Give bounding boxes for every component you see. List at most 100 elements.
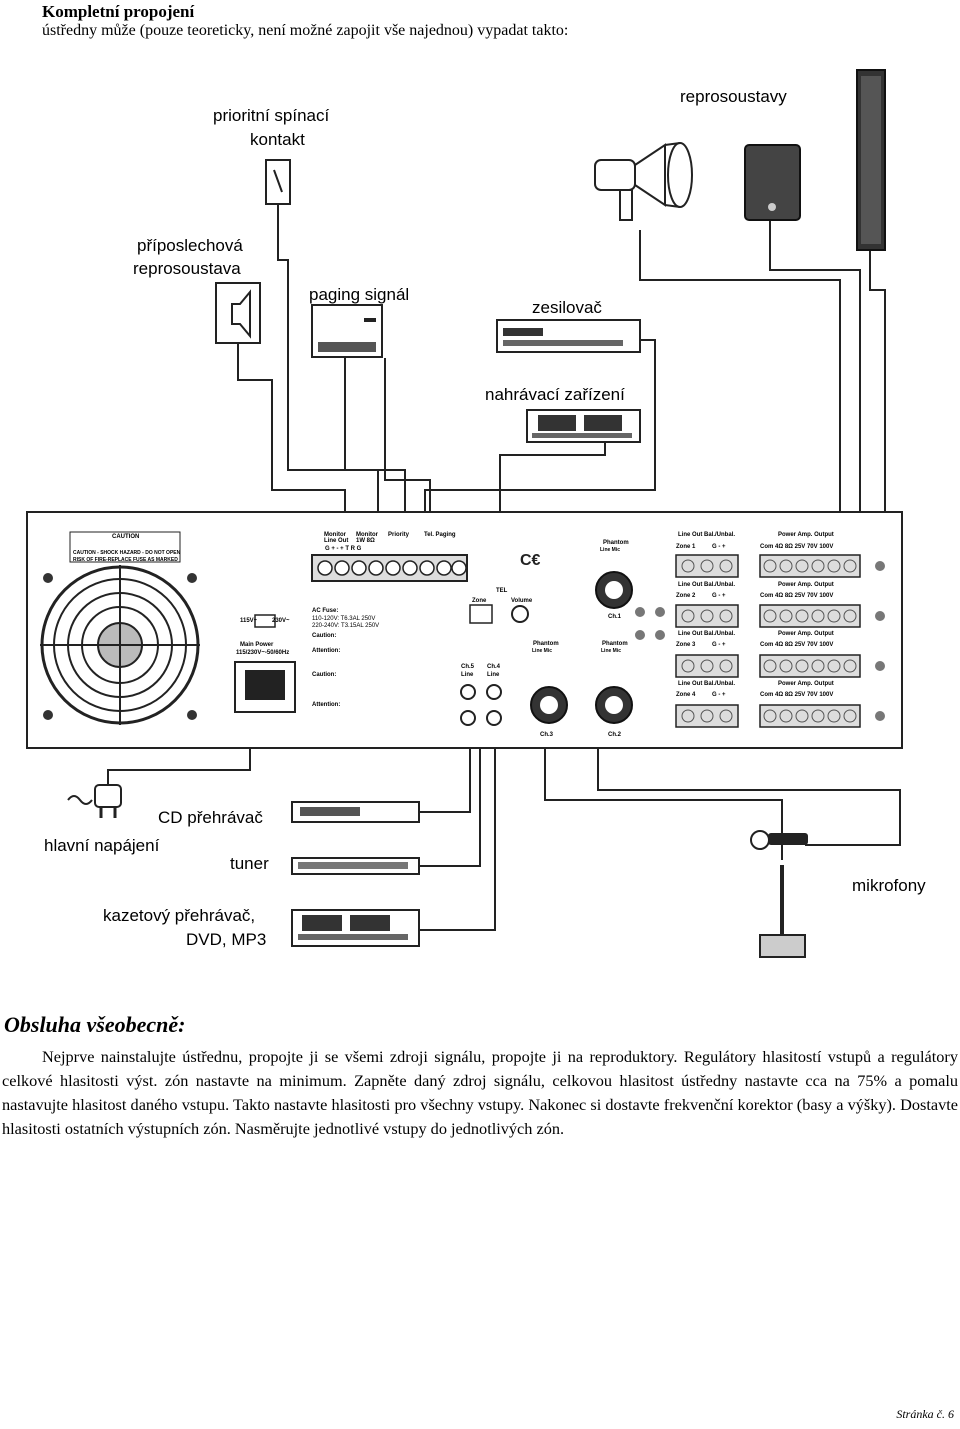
panel-ch4-line: Line: [487, 672, 500, 678]
monitor-speaker-device: [215, 282, 261, 344]
wire-mic1: [597, 745, 901, 846]
panel-zone3-amp: Com 4Ω 8Ω 25V 70V 100V: [760, 642, 834, 648]
panel-line-out-bal-2: Line Out Bal./Unbal.: [678, 582, 736, 588]
amplifier-device: [496, 319, 641, 353]
panel-power-note: Use only with a 250V fuse: [243, 703, 292, 708]
label-cd-player: CD přehrávač: [158, 808, 263, 827]
panel-caution-1: Caution:: [312, 633, 337, 639]
panel-power-amp-output-1: Power Amp. Output: [778, 532, 834, 538]
panel-caution-2: Caution:: [312, 672, 337, 678]
panel-line-out-bal-1: Line Out Bal./Unbal.: [678, 532, 736, 538]
panel-priority: Priority: [388, 532, 410, 538]
panel-line-mic-ch1: Line Mic: [600, 547, 621, 553]
panel-monitor-1w: Monitor 1W 8Ω: [356, 532, 378, 544]
section-title: Obsluha všeobecně:: [4, 1012, 186, 1037]
handheld-microphone: [750, 830, 808, 850]
label-amplifier: zesilovač: [532, 298, 602, 317]
panel-ac-fuse-2: 220-240V: T3.15AL 250V: [312, 623, 380, 629]
panel-main-power-spec: 115/230V~-50/60Hz: [236, 650, 290, 656]
rear-panel: C€: [26, 511, 903, 749]
panel-attention-2: Attention:: [312, 702, 341, 708]
panel-main-power: Main Power: [240, 642, 274, 648]
wire-amp: [424, 339, 656, 530]
panel-ch1: Ch.1: [608, 614, 622, 620]
panel-zone4-terms: G - +: [712, 692, 726, 698]
panel-ch3: Ch.3: [540, 732, 554, 738]
panel-monitor-line-out: Monitor Line Out: [324, 532, 349, 544]
wire-monitor: [237, 342, 346, 530]
panel-ac-fuse-1: 110-120V: T6.3AL 250V: [312, 616, 376, 622]
wire-column: [869, 250, 886, 530]
panel-tel: TEL: [496, 588, 508, 594]
wire-tuner: [420, 745, 481, 867]
label-priority-contact-1: prioritní spínací: [213, 106, 330, 125]
panel-phantom-ch1: Phantom: [603, 540, 629, 546]
panel-zone3-terms: G - +: [712, 642, 726, 648]
label-speakers: reprosoustavy: [680, 87, 787, 106]
panel-caution-warn-2: RISK OF FIRE-REPLACE FUSE AS MARKED: [73, 557, 178, 563]
wire-paging: [344, 358, 406, 530]
horn-speaker-device: [594, 142, 693, 221]
label-priority-contact-2: kontakt: [250, 130, 305, 149]
label-cassette-2: DVD, MP3: [186, 930, 267, 949]
wire-paging2: [384, 358, 431, 530]
panel-ch2: Ch.2: [608, 732, 622, 738]
label-paging: paging signál: [309, 285, 410, 304]
mains-plug-device: [67, 784, 122, 818]
panel-ch5: Ch.5: [461, 664, 475, 670]
panel-zone1: Zone 1: [676, 544, 696, 550]
label-monitor-speaker-2: reprosoustava: [133, 259, 241, 278]
panel-zone4-amp: Com 4Ω 8Ω 25V 70V 100V: [760, 692, 834, 698]
panel-power-amp-output-4: Power Amp. Output: [778, 681, 834, 687]
panel-zone1-terms: G - +: [712, 544, 726, 550]
label-tuner: tuner: [230, 854, 269, 873]
panel-zone2: Zone 2: [676, 593, 696, 599]
label-mains: hlavní napájení: [44, 836, 160, 855]
panel-attention-1: Attention:: [312, 648, 341, 654]
diagram-graphics: C€: [26, 69, 903, 958]
page-intro: ústředny může (pouze teoreticky, není mo…: [42, 22, 569, 39]
panel-terminal-labels: G + - + T R G: [325, 546, 362, 552]
wire-horn: [639, 230, 841, 530]
paragraph-text: Nejprve nainstalujte ústřednu, propojte …: [2, 1047, 958, 1138]
page-heading: Kompletní propojení: [42, 2, 195, 21]
wire-cassette: [420, 745, 496, 931]
box-speaker-device: [744, 144, 801, 221]
panel-zone1-amp: Com 4Ω 8Ω 25V 70V 100V: [760, 544, 834, 550]
section-paragraph: Nejprve nainstalujte ústřednu, propojte …: [2, 1045, 958, 1141]
label-cassette-1: kazetový přehrávač,: [103, 906, 256, 925]
panel-zone2-amp: Com 4Ω 8Ω 25V 70V 100V: [760, 593, 834, 599]
page-number: Stránka č. 6: [896, 1407, 954, 1421]
panel-volume: Volume: [511, 598, 533, 604]
wire-priority: [277, 205, 379, 530]
panel-230v: 230V~: [272, 618, 290, 624]
panel-phantom-ch3: Phantom: [533, 641, 559, 647]
label-recorder: nahrávací zařízení: [485, 385, 625, 404]
recorder-device: [526, 409, 641, 443]
panel-ch5-line: Line: [461, 672, 474, 678]
panel-zone2-terms: G - +: [712, 593, 726, 599]
panel-line-mic-ch3: Line Mic: [532, 648, 553, 654]
label-monitor-speaker-1: příposlechová: [137, 236, 243, 255]
label-microphones: mikrofony: [852, 876, 926, 895]
gooseneck-microphone: [759, 865, 806, 958]
svg-text:C€: C€: [520, 552, 541, 569]
panel-power-amp-output-3: Power Amp. Output: [778, 631, 834, 637]
panel-caution-warn-1: CAUTION - SHOCK HAZARD - DO NOT OPEN: [73, 550, 181, 556]
wire-recorder: [499, 440, 606, 530]
wire-cd: [420, 745, 471, 813]
panel-line-out-bal-3: Line Out Bal./Unbal.: [678, 631, 736, 637]
panel-line-mic-ch2: Line Mic: [601, 648, 622, 654]
panel-zone3: Zone 3: [676, 642, 696, 648]
panel-zone: Zone: [472, 598, 487, 604]
panel-ac-fuse: AC Fuse:: [312, 608, 339, 614]
wire-mic2: [544, 745, 783, 860]
panel-phantom-ch2: Phantom: [602, 641, 628, 647]
panel-115v: 115V~: [240, 618, 258, 624]
panel-zone4: Zone 4: [676, 692, 696, 698]
panel-tel-paging: Tel. Paging: [424, 532, 456, 538]
connection-diagram: C€ prioritní spínací kontakt reprosous: [0, 60, 960, 960]
panel-caution: CAUTION: [112, 534, 140, 540]
panel-ch4: Ch.4: [487, 664, 501, 670]
wire-box: [769, 220, 861, 530]
